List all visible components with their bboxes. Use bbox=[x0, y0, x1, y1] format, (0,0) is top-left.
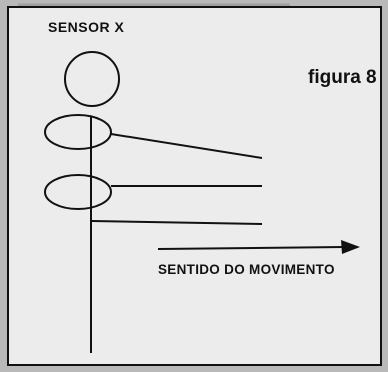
movement-direction-label: SENTIDO DO MOVIMENTO bbox=[158, 262, 335, 277]
movement-arrowhead bbox=[341, 240, 360, 254]
movement-arrow-shaft bbox=[157, 246, 346, 250]
figure-title: figura 8 bbox=[308, 67, 377, 88]
sensor-circle bbox=[64, 51, 120, 107]
sensor-label: SENSOR X bbox=[48, 19, 125, 35]
rotor-blade-3 bbox=[91, 220, 263, 225]
rotor-ellipse-2 bbox=[44, 174, 112, 210]
rotor-blade-1 bbox=[110, 133, 263, 159]
rotor-ellipse-1 bbox=[44, 114, 112, 150]
